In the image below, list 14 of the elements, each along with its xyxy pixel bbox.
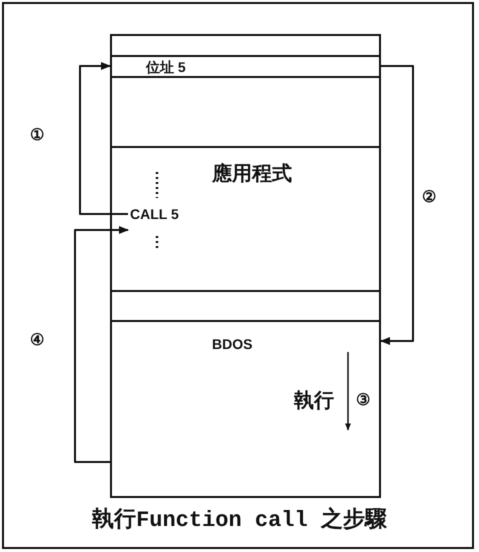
arrow [74, 226, 129, 463]
arrow [79, 62, 128, 215]
memory-band [110, 34, 381, 57]
band-label: 應用程式 [212, 162, 292, 187]
arrow [380, 65, 414, 345]
bdos-band [110, 320, 381, 498]
memory-band [110, 290, 381, 322]
code-text: CALL 5 [130, 206, 179, 222]
execute-label: 執行 [294, 391, 334, 411]
memory-band [110, 76, 381, 148]
memory-band [110, 55, 381, 78]
band-label: BDOS [212, 336, 252, 352]
band-label: 位址 5 [146, 59, 186, 77]
program-band [110, 146, 381, 292]
